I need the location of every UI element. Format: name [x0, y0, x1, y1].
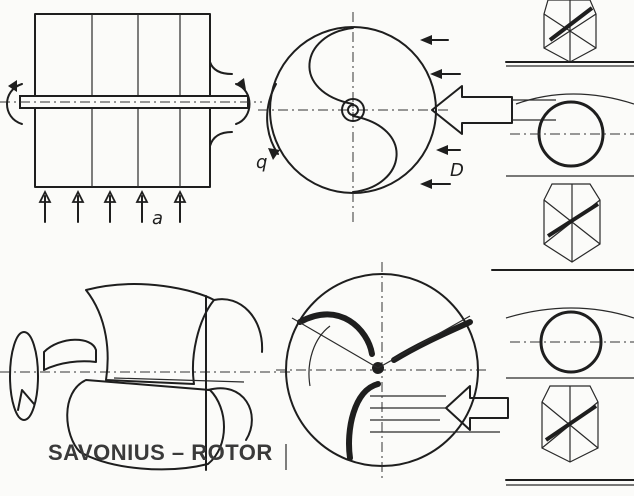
wind-arrow-icon [38, 189, 187, 223]
lower-bucket [66, 379, 225, 471]
wind-arrow-icon [431, 85, 513, 135]
figure-title: SAVONIUS – ROTOR [48, 440, 273, 465]
hub-outer [341, 98, 365, 122]
rotor-blade [391, 319, 473, 363]
rotor-blade [297, 311, 375, 357]
label-q: q [256, 152, 267, 173]
right-detail-strip [491, 0, 634, 486]
upper-bucket [85, 283, 215, 385]
rotation-arrow-icon [17, 389, 35, 411]
label-d: D [450, 160, 464, 181]
top-view-drawing: q D [256, 12, 556, 222]
flow-arc [515, 93, 634, 105]
hub-inner [347, 104, 359, 116]
blade-lower [352, 115, 398, 193]
rotation-arrow-icon [9, 331, 39, 421]
blade-upper [308, 27, 354, 105]
flow-arc [505, 307, 634, 319]
upper-bucket-edge [213, 298, 264, 353]
bearing-curve [209, 61, 233, 75]
rotation-arrow-icon [6, 83, 23, 125]
bearing-curve [209, 131, 233, 147]
rotor-shaft [43, 338, 97, 371]
label-a: a [152, 208, 163, 229]
lattice-tower-icon [543, 183, 601, 263]
rotation-arrow-icon [236, 78, 246, 90]
lattice-tower-icon [541, 385, 599, 463]
rotation-arrow-icon [308, 325, 331, 387]
wind-arrow-icon [420, 35, 461, 189]
side-view-drawing: a [0, 13, 262, 229]
bucket-seam [113, 377, 245, 383]
three-blade-view [276, 262, 509, 480]
rotation-arrow-icon [266, 83, 279, 155]
lower-bucket-edge [207, 387, 253, 441]
perspective-rotor-drawing [0, 283, 292, 471]
wind-arrow-icon [370, 385, 509, 433]
rotor-blade [346, 381, 381, 461]
rotor-section-circle [539, 310, 603, 374]
radius-line [377, 315, 471, 369]
lattice-tower-icon [543, 0, 597, 63]
radius-line [291, 317, 379, 369]
rotation-arrow-icon [268, 148, 280, 160]
rotation-arrow-icon [8, 80, 17, 92]
